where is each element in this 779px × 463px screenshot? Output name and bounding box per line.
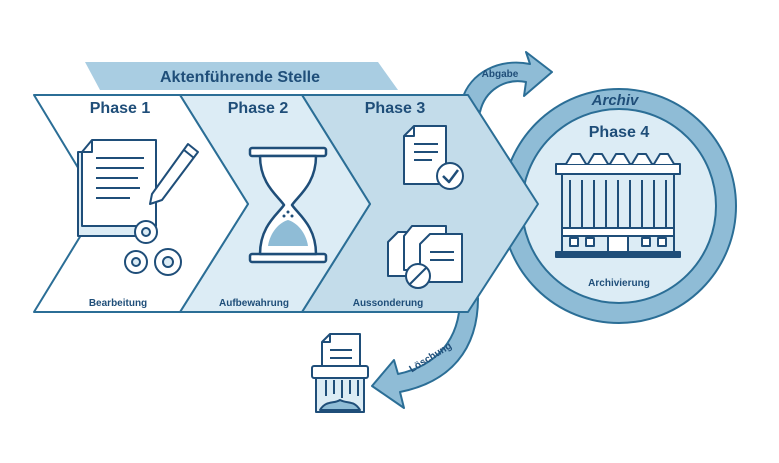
phase-3-title: Phase 3 <box>365 100 426 117</box>
header-title: Aktenführende Stelle <box>160 69 320 86</box>
hourglass-icon <box>248 146 328 264</box>
phase-4-title: Phase 4 <box>589 124 650 141</box>
phase-3-label: Aussonderung <box>353 298 424 309</box>
handover-label: Abgabe <box>482 69 519 80</box>
archive-building-icon <box>555 153 681 258</box>
documents-check-icon <box>403 125 464 190</box>
header-banner: Aktenführende Stelle <box>85 62 398 90</box>
archive-name: Archiv <box>591 92 640 109</box>
documents-stop-icon <box>387 225 463 289</box>
phase-1-title: Phase 1 <box>90 100 151 117</box>
phase-2-title: Phase 2 <box>228 100 289 117</box>
shredder-icon <box>311 333 369 413</box>
phase-2-label: Aufbewahrung <box>219 298 289 309</box>
phase-1-label: Bearbeitung <box>89 298 147 309</box>
deletion-arrow: Löschung <box>371 297 479 409</box>
document-pencil-gears-icon <box>77 139 199 276</box>
phase-4-label: Archivierung <box>588 278 650 289</box>
handover-arrow: Abgabe <box>461 51 553 113</box>
